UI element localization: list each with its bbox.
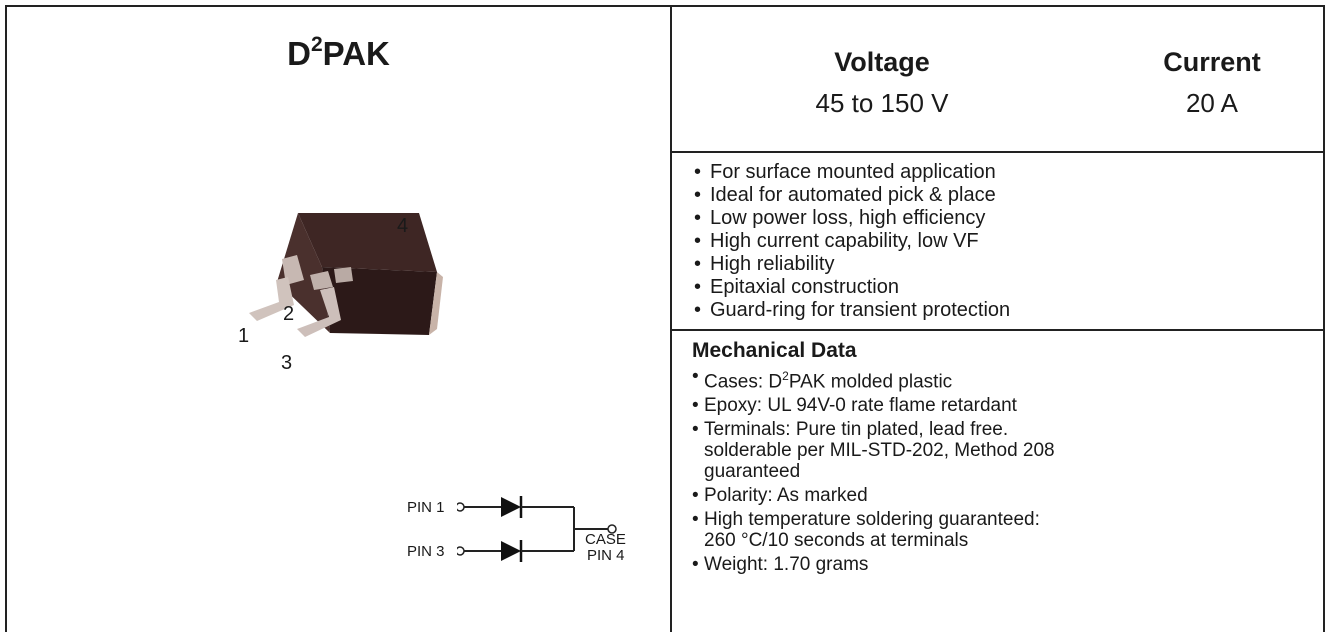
pin-label-1: 1 xyxy=(238,325,250,347)
package-title-rest: PAK xyxy=(322,35,390,72)
terminals-line-2: solderable per MIL-STD-202, Method 208 xyxy=(704,440,1055,462)
features-list: For surface mounted application Ideal fo… xyxy=(672,161,1323,322)
symbol-pin4-label: PIN 4 xyxy=(587,547,625,564)
cases-text-post: PAK molded plastic xyxy=(788,371,953,393)
mech-item-soldering: High temperature soldering guaranteed:26… xyxy=(692,509,1323,551)
soldering-line-1: High temperature soldering guaranteed: xyxy=(704,509,1040,531)
features-section: For surface mounted application Ideal fo… xyxy=(672,153,1323,331)
pin-label-2: 2 xyxy=(283,303,295,325)
mechanical-section: Mechanical Data Cases: D2PAK molded plas… xyxy=(672,331,1323,575)
package-title-base: D xyxy=(287,35,311,72)
mechanical-title: Mechanical Data xyxy=(692,339,857,362)
diode-schematic xyxy=(457,496,617,562)
pin-label-4: 4 xyxy=(397,215,409,237)
current-value: 20 A xyxy=(1185,88,1239,118)
mech-item-terminals: Terminals: Pure tin plated, lead free.so… xyxy=(692,419,1323,482)
symbol-pin1-label: PIN 1 xyxy=(407,499,445,516)
voltage-value: 45 to 150 V xyxy=(815,88,949,118)
symbol-pin3-label: PIN 3 xyxy=(407,543,445,560)
mech-item-weight: Weight: 1.70 grams xyxy=(692,554,1323,575)
feature-item: Epitaxial construction xyxy=(694,276,1323,299)
mech-item-epoxy: Epoxy: UL 94V-0 rate flame retardant xyxy=(692,395,1323,416)
voltage-column: Voltage 45 to 150 V xyxy=(782,47,982,119)
soldering-line-2: 260 °C/10 seconds at terminals xyxy=(704,530,969,552)
cases-text-sup: 2 xyxy=(782,369,789,383)
feature-item: High current capability, low VF xyxy=(694,230,1323,253)
symbol-case-label: CASE xyxy=(585,531,626,548)
mechanical-list: Cases: D2PAK molded plastic Epoxy: UL 94… xyxy=(692,366,1323,575)
package-title: D2PAK xyxy=(7,33,670,73)
mech-item-polarity: Polarity: As marked xyxy=(692,485,1323,506)
pin-label-3: 3 xyxy=(281,352,293,374)
voltage-title: Voltage xyxy=(834,47,930,77)
mech-item-cases: Cases: D2PAK molded plastic xyxy=(692,366,1323,392)
terminals-line-3: guaranteed xyxy=(704,461,801,483)
package-title-sup: 2 xyxy=(310,33,323,56)
feature-item: High reliability xyxy=(694,253,1323,276)
d2pak-package-image xyxy=(249,213,443,337)
ratings-header: Voltage 45 to 150 V Current 20 A xyxy=(672,7,1323,153)
feature-item: Guard-ring for transient protection xyxy=(694,299,1323,322)
feature-item: Low power loss, high efficiency xyxy=(694,207,1323,230)
cases-text-pre: Cases: D xyxy=(704,371,783,393)
feature-item: For surface mounted application xyxy=(694,161,1323,184)
current-title: Current xyxy=(1163,47,1261,77)
feature-item: Ideal for automated pick & place xyxy=(694,184,1323,207)
current-column: Current 20 A xyxy=(1112,47,1312,119)
datasheet-frame: D2PAK 4 2 1 3 xyxy=(5,5,1325,632)
terminals-line-1: Terminals: Pure tin plated, lead free. xyxy=(704,419,1009,441)
package-panel: D2PAK 4 2 1 3 xyxy=(7,7,672,632)
specs-panel: Voltage 45 to 150 V Current 20 A For sur… xyxy=(672,7,1323,632)
